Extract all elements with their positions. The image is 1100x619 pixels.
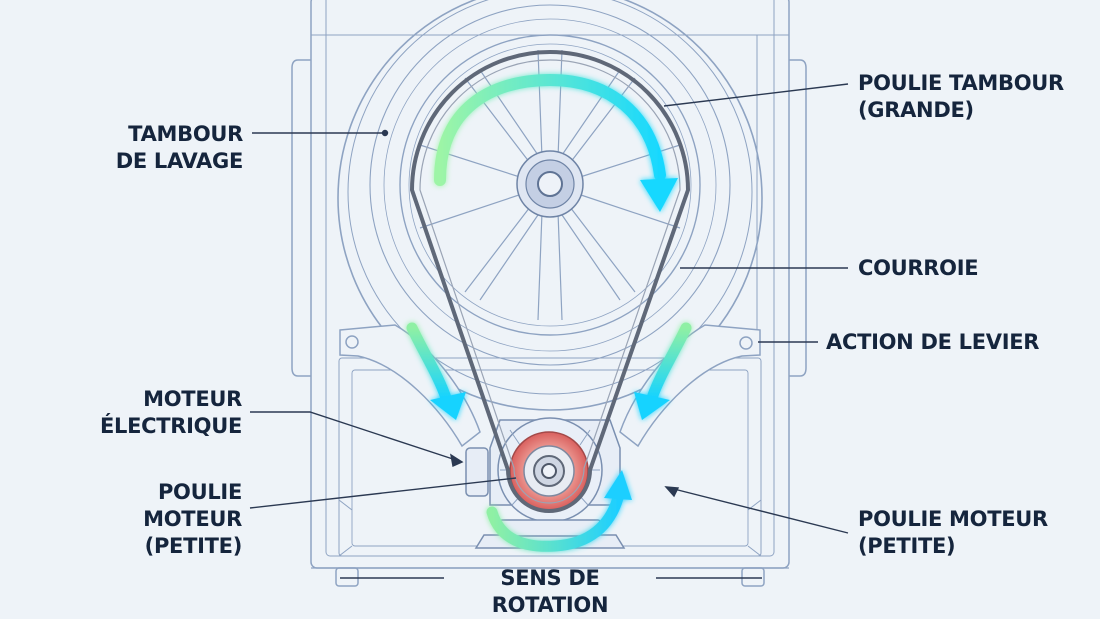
- drive-belt: [410, 50, 690, 513]
- label-sens-de-rotation: SENS DE ROTATION: [491, 566, 609, 617]
- label-poulie-tambour: POULIE TAMBOUR (GRANDE): [858, 71, 1064, 122]
- curved-arrow-icon: [434, 73, 678, 212]
- drum-pulley-spokes: [419, 49, 681, 321]
- label-poulie-moteur-left: POULIE MOTEUR (PETITE): [143, 480, 242, 558]
- motor-pulley: [509, 431, 589, 511]
- machine-cabinet: [291, 0, 807, 587]
- motor-rotation-arrow-icon: [486, 470, 632, 552]
- lever-bracket-left: [339, 324, 481, 448]
- leader-lines: [249, 83, 849, 579]
- washing-drum: [337, 0, 763, 411]
- label-moteur-electrique: MOTEUR ÉLECTRIQUE: [99, 387, 242, 438]
- label-tambour-de-lavage: TAMBOUR DE LAVAGE: [115, 122, 244, 173]
- drum-pulley-hub: [516, 150, 584, 218]
- lever-bracket-right: [619, 324, 761, 448]
- label-action-de-levier: ACTION DE LEVIER: [826, 330, 1040, 354]
- label-courroie: COURROIE: [858, 256, 979, 280]
- downward-arrow-icon: [406, 322, 692, 420]
- label-poulie-moteur-right: POULIE MOTEUR (PETITE): [858, 507, 1048, 558]
